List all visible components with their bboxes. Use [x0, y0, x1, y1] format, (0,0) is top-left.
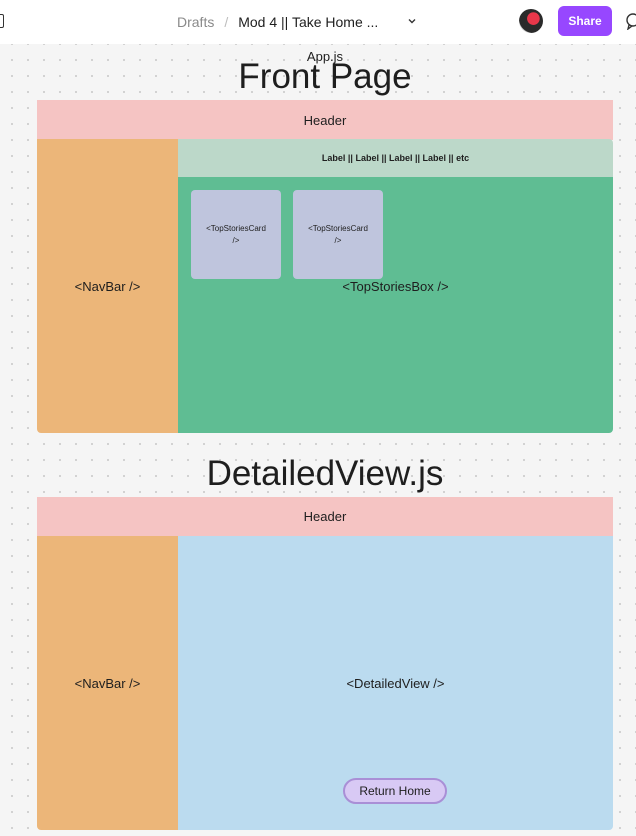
return-home-button[interactable]: Return Home	[343, 778, 447, 804]
top-stories-card[interactable]: <TopStoriesCard />	[191, 190, 281, 279]
labels-bar-block[interactable]: Label || Label || Label || Label || etc	[178, 139, 613, 177]
panel-icon[interactable]	[0, 14, 4, 28]
card-label-line2: />	[334, 236, 342, 245]
top-toolbar: Drafts / Mod 4 || Take Home ... Share	[0, 0, 636, 44]
front-header-label: Header	[303, 112, 347, 128]
card-label-line2: />	[232, 236, 240, 245]
frame-label-app: App.js	[306, 49, 344, 64]
chevron-down-icon[interactable]	[405, 14, 419, 28]
detailed-view-title: DetailedView.js	[206, 454, 444, 493]
breadcrumb: Drafts / Mod 4 || Take Home ...	[177, 12, 378, 32]
detailed-view-block[interactable]: <DetailedView /> Return Home	[178, 536, 613, 830]
front-header-block[interactable]: Header	[37, 100, 613, 140]
comment-icon[interactable]	[625, 12, 636, 31]
file-title[interactable]: Mod 4 || Take Home ...	[238, 14, 379, 30]
card-label-line1: <TopStoriesCard	[206, 224, 266, 233]
labels-bar-text: Label || Label || Label || Label || etc	[321, 153, 470, 163]
avatar[interactable]	[519, 9, 543, 33]
front-page-title: Front Page	[238, 57, 412, 96]
detail-header-block[interactable]: Header	[37, 497, 613, 536]
detailed-view-label: <DetailedView />	[346, 676, 445, 691]
breadcrumb-separator: /	[224, 14, 229, 30]
detail-navbar-label: <NavBar />	[74, 675, 141, 691]
detail-navbar-block[interactable]: <NavBar />	[37, 536, 178, 830]
top-stories-box-label: <TopStoriesBox />	[342, 279, 449, 294]
detail-header-label: Header	[303, 509, 347, 524]
front-navbar-block[interactable]: <NavBar />	[37, 139, 178, 433]
breadcrumb-drafts-link[interactable]: Drafts	[177, 14, 215, 30]
card-label-line1: <TopStoriesCard	[308, 224, 368, 233]
share-button[interactable]: Share	[558, 6, 612, 36]
top-stories-card[interactable]: <TopStoriesCard />	[293, 190, 383, 279]
front-navbar-label: <NavBar />	[74, 278, 141, 294]
top-stories-box[interactable]: <TopStoriesCard /> <TopStoriesCard /> <T…	[178, 177, 613, 433]
